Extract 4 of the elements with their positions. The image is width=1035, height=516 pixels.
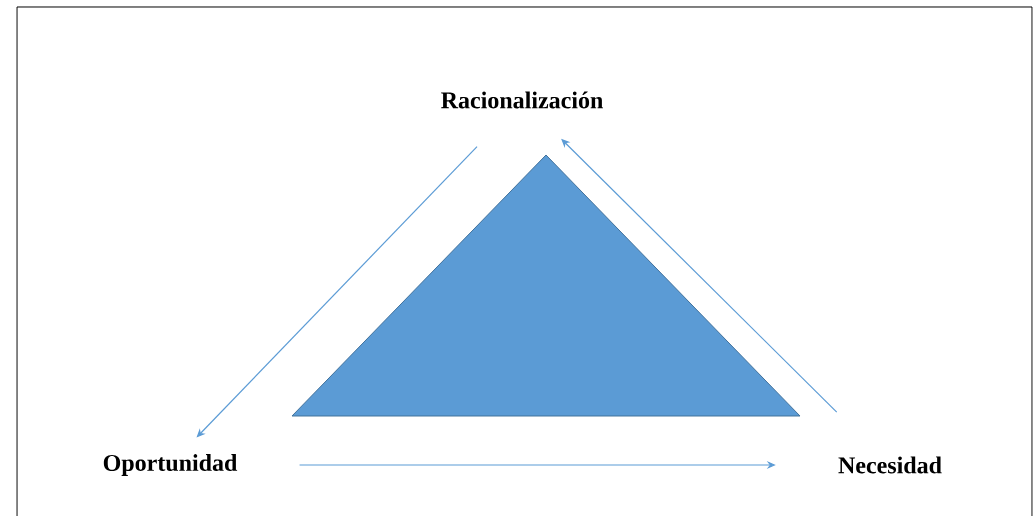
arrow	[196, 146, 478, 438]
node-label: Necesidad	[838, 456, 942, 474]
node-label: Oportunidad	[103, 454, 238, 476]
node-label: Racionalización	[441, 91, 603, 109]
